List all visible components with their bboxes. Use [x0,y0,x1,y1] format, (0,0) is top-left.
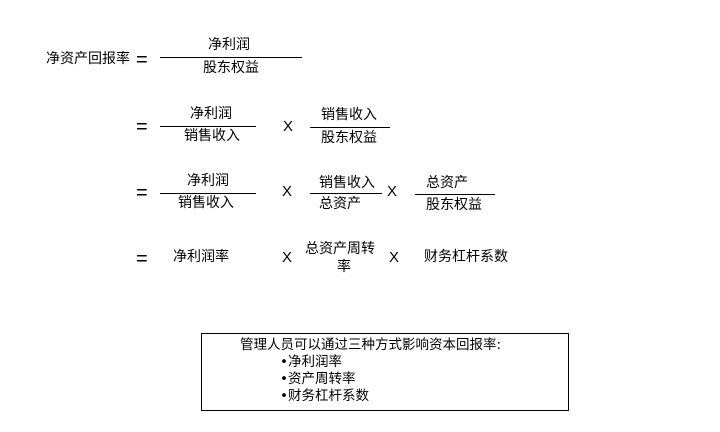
note-heading: 管理人员可以通过三种方式影响资本回报率: [240,337,502,353]
row2-fraction2-denominator: 股东权益 [321,130,377,146]
times-sign-2a: X [283,118,294,135]
row4-term-asset-turnover-line1: 总资产周转 [305,241,375,257]
times-sign-4a: X [282,249,293,266]
lhs-label: 净资产回报率 [46,51,130,67]
row2-fraction1-numerator: 净利润 [190,106,232,122]
times-sign-3a: X [282,183,293,200]
row2-fraction2-bar [310,127,390,128]
row4-term-asset-turnover-line2: 率 [337,259,351,275]
row3-fraction1-bar [160,193,256,194]
note-item-net-margin: •净利润率 [280,354,342,370]
row3-fraction2-numerator: 销售收入 [319,175,375,191]
row4-term-financial-leverage: 财务杠杆系数 [424,249,508,265]
times-sign-3b: X [387,183,398,200]
row3-fraction1-numerator: 净利润 [187,173,229,189]
row2-fraction1-bar [160,126,256,127]
row1-denominator: 股东权益 [203,60,259,76]
row3-fraction3-bar [415,194,495,195]
times-sign-4b: X [389,249,400,266]
note-item-financial-leverage: •财务杠杆系数 [280,388,369,404]
equals-sign-2: = [136,116,148,138]
row1-fraction-bar [160,57,302,58]
equals-sign-4: = [136,248,148,270]
row3-fraction3-denominator: 股东权益 [426,197,482,213]
row3-fraction1-denominator: 销售收入 [178,195,234,211]
row1-numerator: 净利润 [208,37,250,53]
equals-sign-1: = [136,49,148,71]
note-item-asset-turnover: •资产周转率 [280,371,356,387]
row2-fraction1-denominator: 销售收入 [184,128,240,144]
row4-term-net-margin: 净利润率 [173,249,229,265]
row3-fraction2-denominator: 总资产 [319,196,361,212]
row2-fraction2-numerator: 销售收入 [321,107,377,123]
equals-sign-3: = [136,182,148,204]
note-box: 管理人员可以通过三种方式影响资本回报率: •净利润率 •资产周转率 •财务杠杆系… [201,333,569,411]
row3-fraction2-bar [310,193,382,194]
row3-fraction3-numerator: 总资产 [426,175,468,191]
